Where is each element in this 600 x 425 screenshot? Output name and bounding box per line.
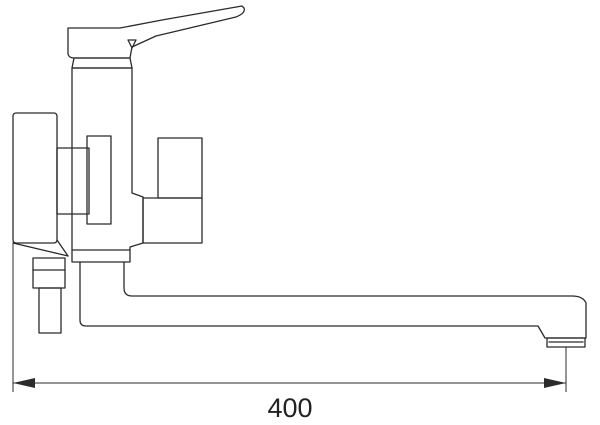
dimension-arrow-left — [13, 378, 35, 388]
wall-flange — [12, 112, 69, 257]
swivel-spout — [79, 261, 587, 339]
outlet-block — [142, 137, 203, 244]
front-nut — [86, 135, 112, 225]
dimension-arrow-right — [544, 378, 566, 388]
dimension-line — [12, 243, 567, 392]
lever-handle — [67, 5, 245, 59]
cartridge-cap — [71, 57, 133, 69]
eccentric-connector — [32, 257, 66, 334]
mixer-body — [71, 67, 144, 263]
inlet-nut — [56, 147, 90, 215]
aerator — [546, 337, 586, 348]
dimension-value: 400 — [267, 393, 312, 423]
